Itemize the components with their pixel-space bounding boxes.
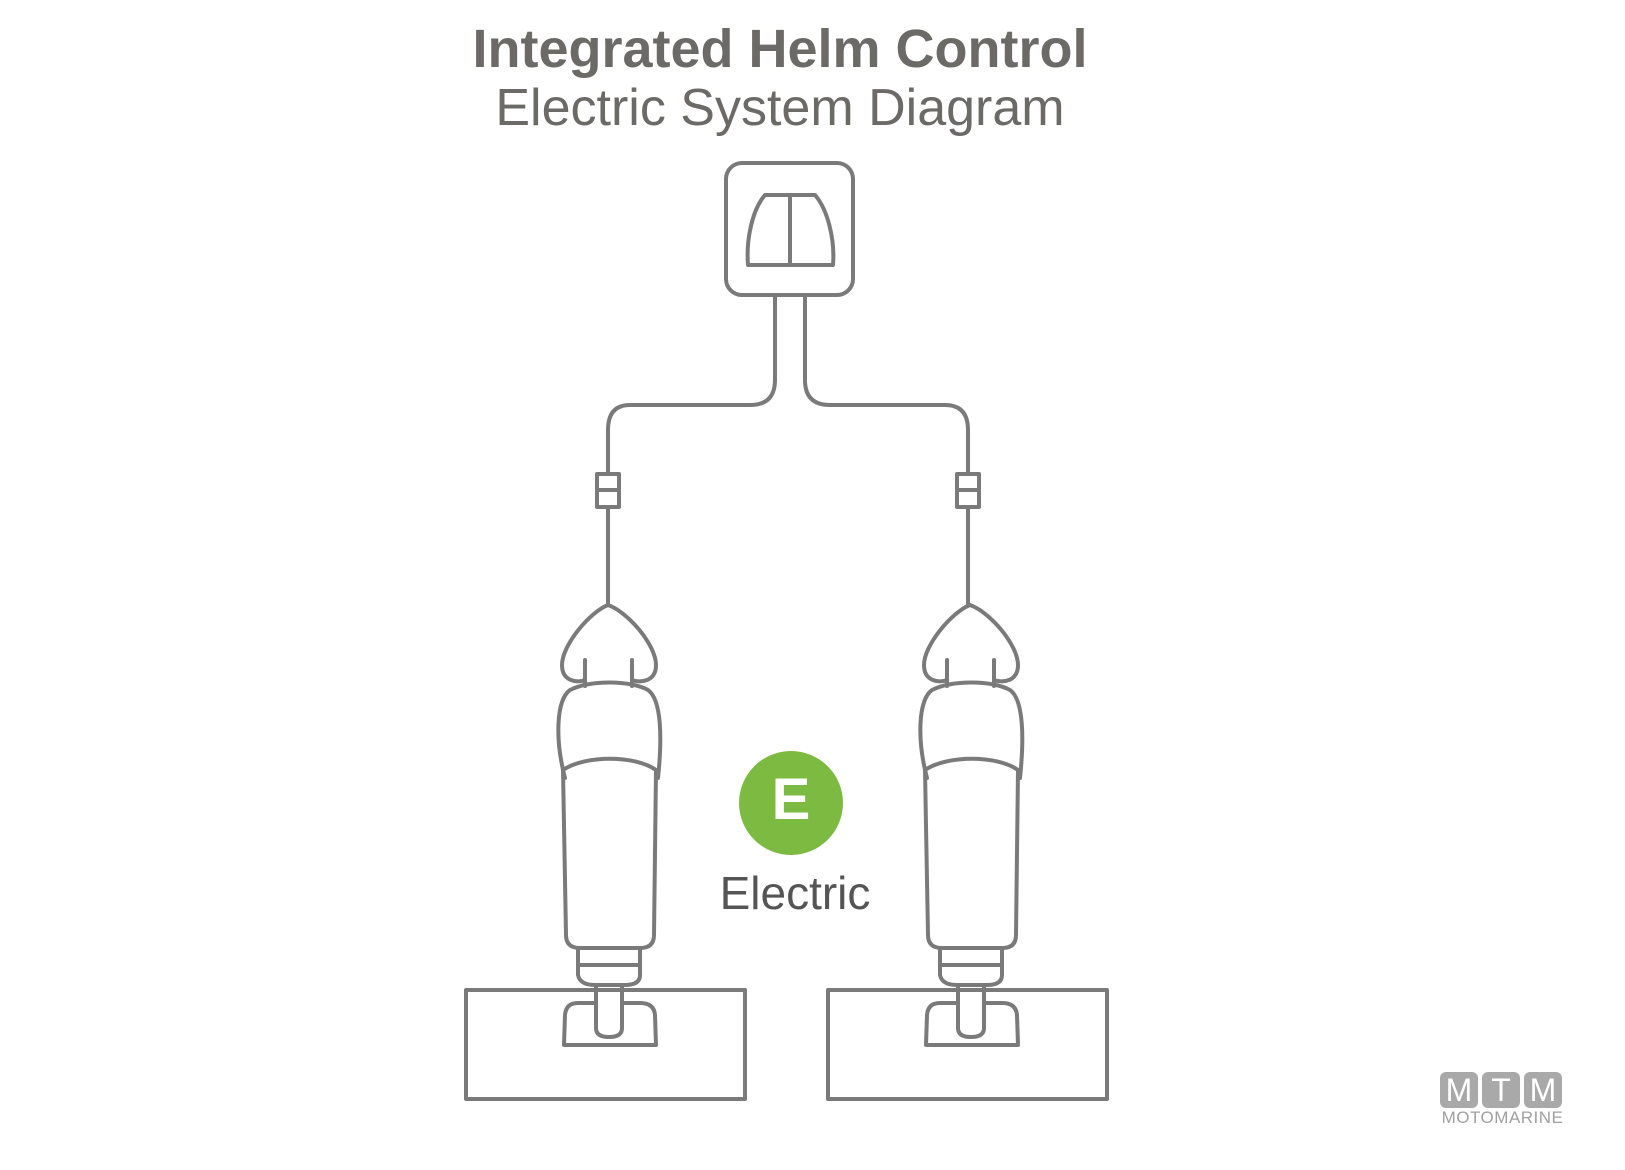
- cables: [595, 293, 981, 607]
- logo-letter: T: [1482, 1072, 1520, 1108]
- trim-plate-right: [826, 988, 1109, 1101]
- trim-plate-left: [464, 988, 747, 1101]
- logo-word: MOTOMARINE: [1441, 1108, 1564, 1127]
- helm-switch-panel: [724, 161, 855, 297]
- logo-letter: M: [1440, 1072, 1478, 1108]
- actuator-right: [826, 603, 1109, 1101]
- diagram-subtitle: Electric System Diagram: [495, 79, 1065, 137]
- electric-badge-letter: E: [771, 767, 811, 832]
- actuator-left: [464, 603, 747, 1101]
- rocker-switch-icon: [745, 193, 836, 267]
- diagram-title: Integrated Helm Control: [472, 19, 1088, 79]
- electric-badge-circle: [739, 751, 843, 855]
- motomarine-logo: M T M MOTOMARINE: [1440, 1072, 1565, 1128]
- logo-letter: M: [1524, 1072, 1562, 1108]
- electric-badge-label: Electric: [719, 867, 871, 919]
